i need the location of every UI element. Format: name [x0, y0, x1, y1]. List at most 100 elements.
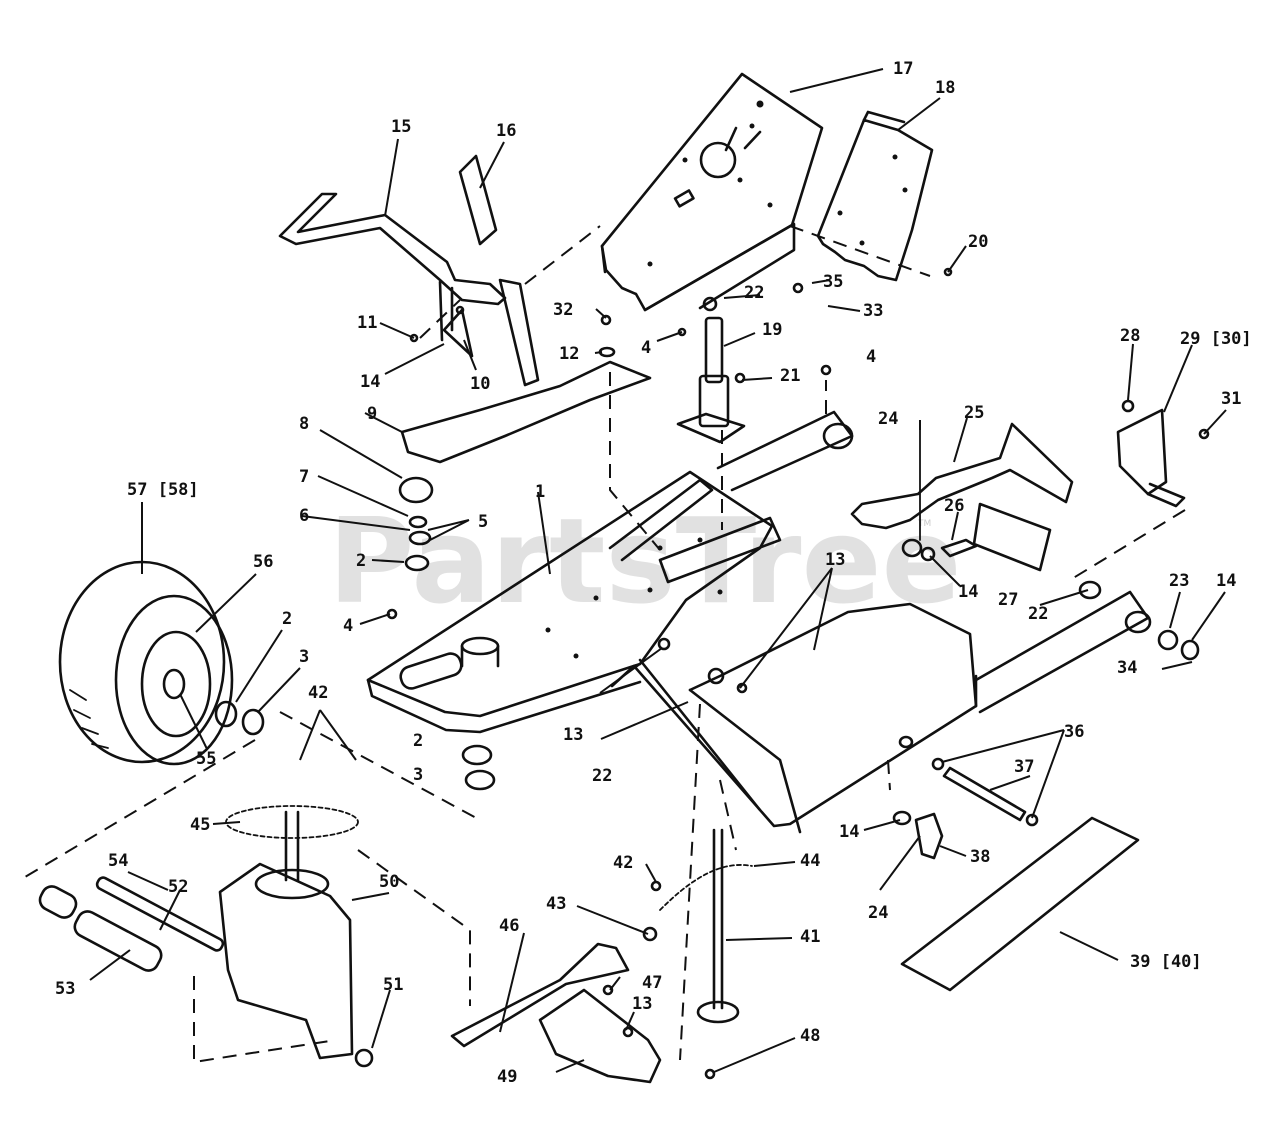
part-drawings [19, 72, 1210, 1084]
callout-25: 25 [964, 403, 984, 423]
chain-44 [659, 864, 753, 911]
callout-53: 53 [55, 979, 75, 999]
chain-sprocket [225, 805, 359, 900]
callout-20: 20 [968, 232, 988, 252]
steering-column [676, 296, 746, 444]
watermark-tm: TM [917, 519, 931, 529]
callout-35: 35 [823, 272, 843, 292]
steering-console [600, 72, 824, 312]
link-bar [400, 360, 652, 464]
pin-42 [650, 880, 662, 892]
callout-42: 42 [613, 853, 633, 873]
callout-42: 42 [308, 683, 328, 703]
callout-34: 34 [1117, 658, 1137, 678]
callout-9: 9 [367, 404, 377, 424]
callout-55: 55 [196, 749, 216, 769]
callout-2: 2 [413, 731, 423, 751]
watermark: PartsTree [328, 492, 962, 630]
callout-14: 14 [1216, 571, 1236, 591]
callout-22: 22 [744, 283, 764, 303]
callout-26: 26 [944, 496, 964, 516]
shafts [38, 876, 225, 972]
callout-43: 43 [546, 894, 566, 914]
washer-lower-3 [464, 769, 496, 791]
callout-1: 1 [535, 482, 545, 502]
callout-13: 13 [563, 725, 583, 745]
callout-49: 49 [497, 1067, 517, 1087]
callout-54: 54 [108, 851, 128, 871]
callout-4: 4 [866, 347, 876, 367]
callout-24: 24 [868, 903, 888, 923]
callout-32: 32 [553, 300, 573, 320]
nut-51 [354, 1048, 374, 1068]
callout-2: 2 [282, 609, 292, 629]
callout-36: 36 [1064, 722, 1084, 742]
callout-41: 41 [800, 927, 820, 947]
callout-33: 33 [863, 301, 883, 321]
callout-6: 6 [299, 506, 309, 526]
callout-39: 39 [40] [1130, 952, 1202, 972]
callout-48: 48 [800, 1026, 820, 1046]
callout-7: 7 [299, 467, 309, 487]
callout-38: 38 [970, 847, 990, 867]
callouts: 1 2 2 2 3 3 4 4 4 5 6 7 8 9 10 11 12 13 … [55, 59, 1252, 1087]
callout-13: 13 [632, 994, 652, 1014]
callout-21: 21 [780, 366, 800, 386]
callout-8: 8 [299, 414, 309, 434]
callout-14: 14 [958, 582, 978, 602]
callout-15: 15 [391, 117, 411, 137]
gear-bracket [218, 862, 354, 1060]
callout-22: 22 [1028, 604, 1048, 624]
callout-47: 47 [642, 973, 662, 993]
callout-37: 37 [1014, 757, 1034, 777]
callout-22: 22 [592, 766, 612, 786]
callout-24: 24 [878, 409, 898, 429]
leader-lines [89, 68, 1227, 1073]
callout-16: 16 [496, 121, 516, 141]
floor-mat [900, 816, 1140, 992]
callout-31: 31 [1221, 389, 1241, 409]
main-frame [366, 470, 782, 734]
callout-28: 28 [1120, 326, 1140, 346]
callout-44: 44 [800, 851, 820, 871]
lever-grip [458, 154, 540, 387]
pin-43 [642, 926, 658, 942]
side-bracket [1116, 399, 1186, 508]
pedal-assembly [850, 422, 1074, 572]
side-panel [816, 110, 934, 282]
callout-17: 17 [893, 59, 913, 79]
callout-56: 56 [253, 552, 273, 572]
axle-tube-end [822, 422, 854, 450]
callout-11: 11 [357, 313, 377, 333]
callout-14: 14 [360, 372, 380, 392]
callout-4: 4 [343, 616, 353, 636]
shaft-sprocket [696, 1000, 740, 1024]
pin-assembly [892, 757, 1039, 860]
callout-14: 14 [839, 822, 859, 842]
right-small-parts [920, 546, 1200, 661]
callout-10: 10 [470, 374, 490, 394]
callout-19: 19 [762, 320, 782, 340]
callout-45: 45 [190, 815, 210, 835]
callout-4: 4 [641, 338, 651, 358]
callout-51: 51 [383, 975, 403, 995]
callout-52: 52 [168, 877, 188, 897]
wheel-assembly [58, 560, 265, 766]
lower-housing [610, 590, 1152, 834]
callout-57: 57 [58] [127, 480, 199, 500]
callout-2: 2 [356, 551, 366, 571]
callout-46: 46 [499, 916, 519, 936]
callout-12: 12 [559, 344, 579, 364]
callout-23: 23 [1169, 571, 1189, 591]
control-arm [450, 942, 630, 1048]
callout-50: 50 [379, 872, 399, 892]
vertical-shaft [712, 828, 724, 1010]
callout-5: 5 [478, 512, 488, 532]
assembly-lines [19, 225, 1186, 1064]
mount-bracket [538, 988, 662, 1084]
washer-lower-2 [461, 744, 493, 766]
callout-27: 27 [998, 590, 1018, 610]
callout-3: 3 [413, 765, 423, 785]
bracket-10 [442, 308, 474, 358]
